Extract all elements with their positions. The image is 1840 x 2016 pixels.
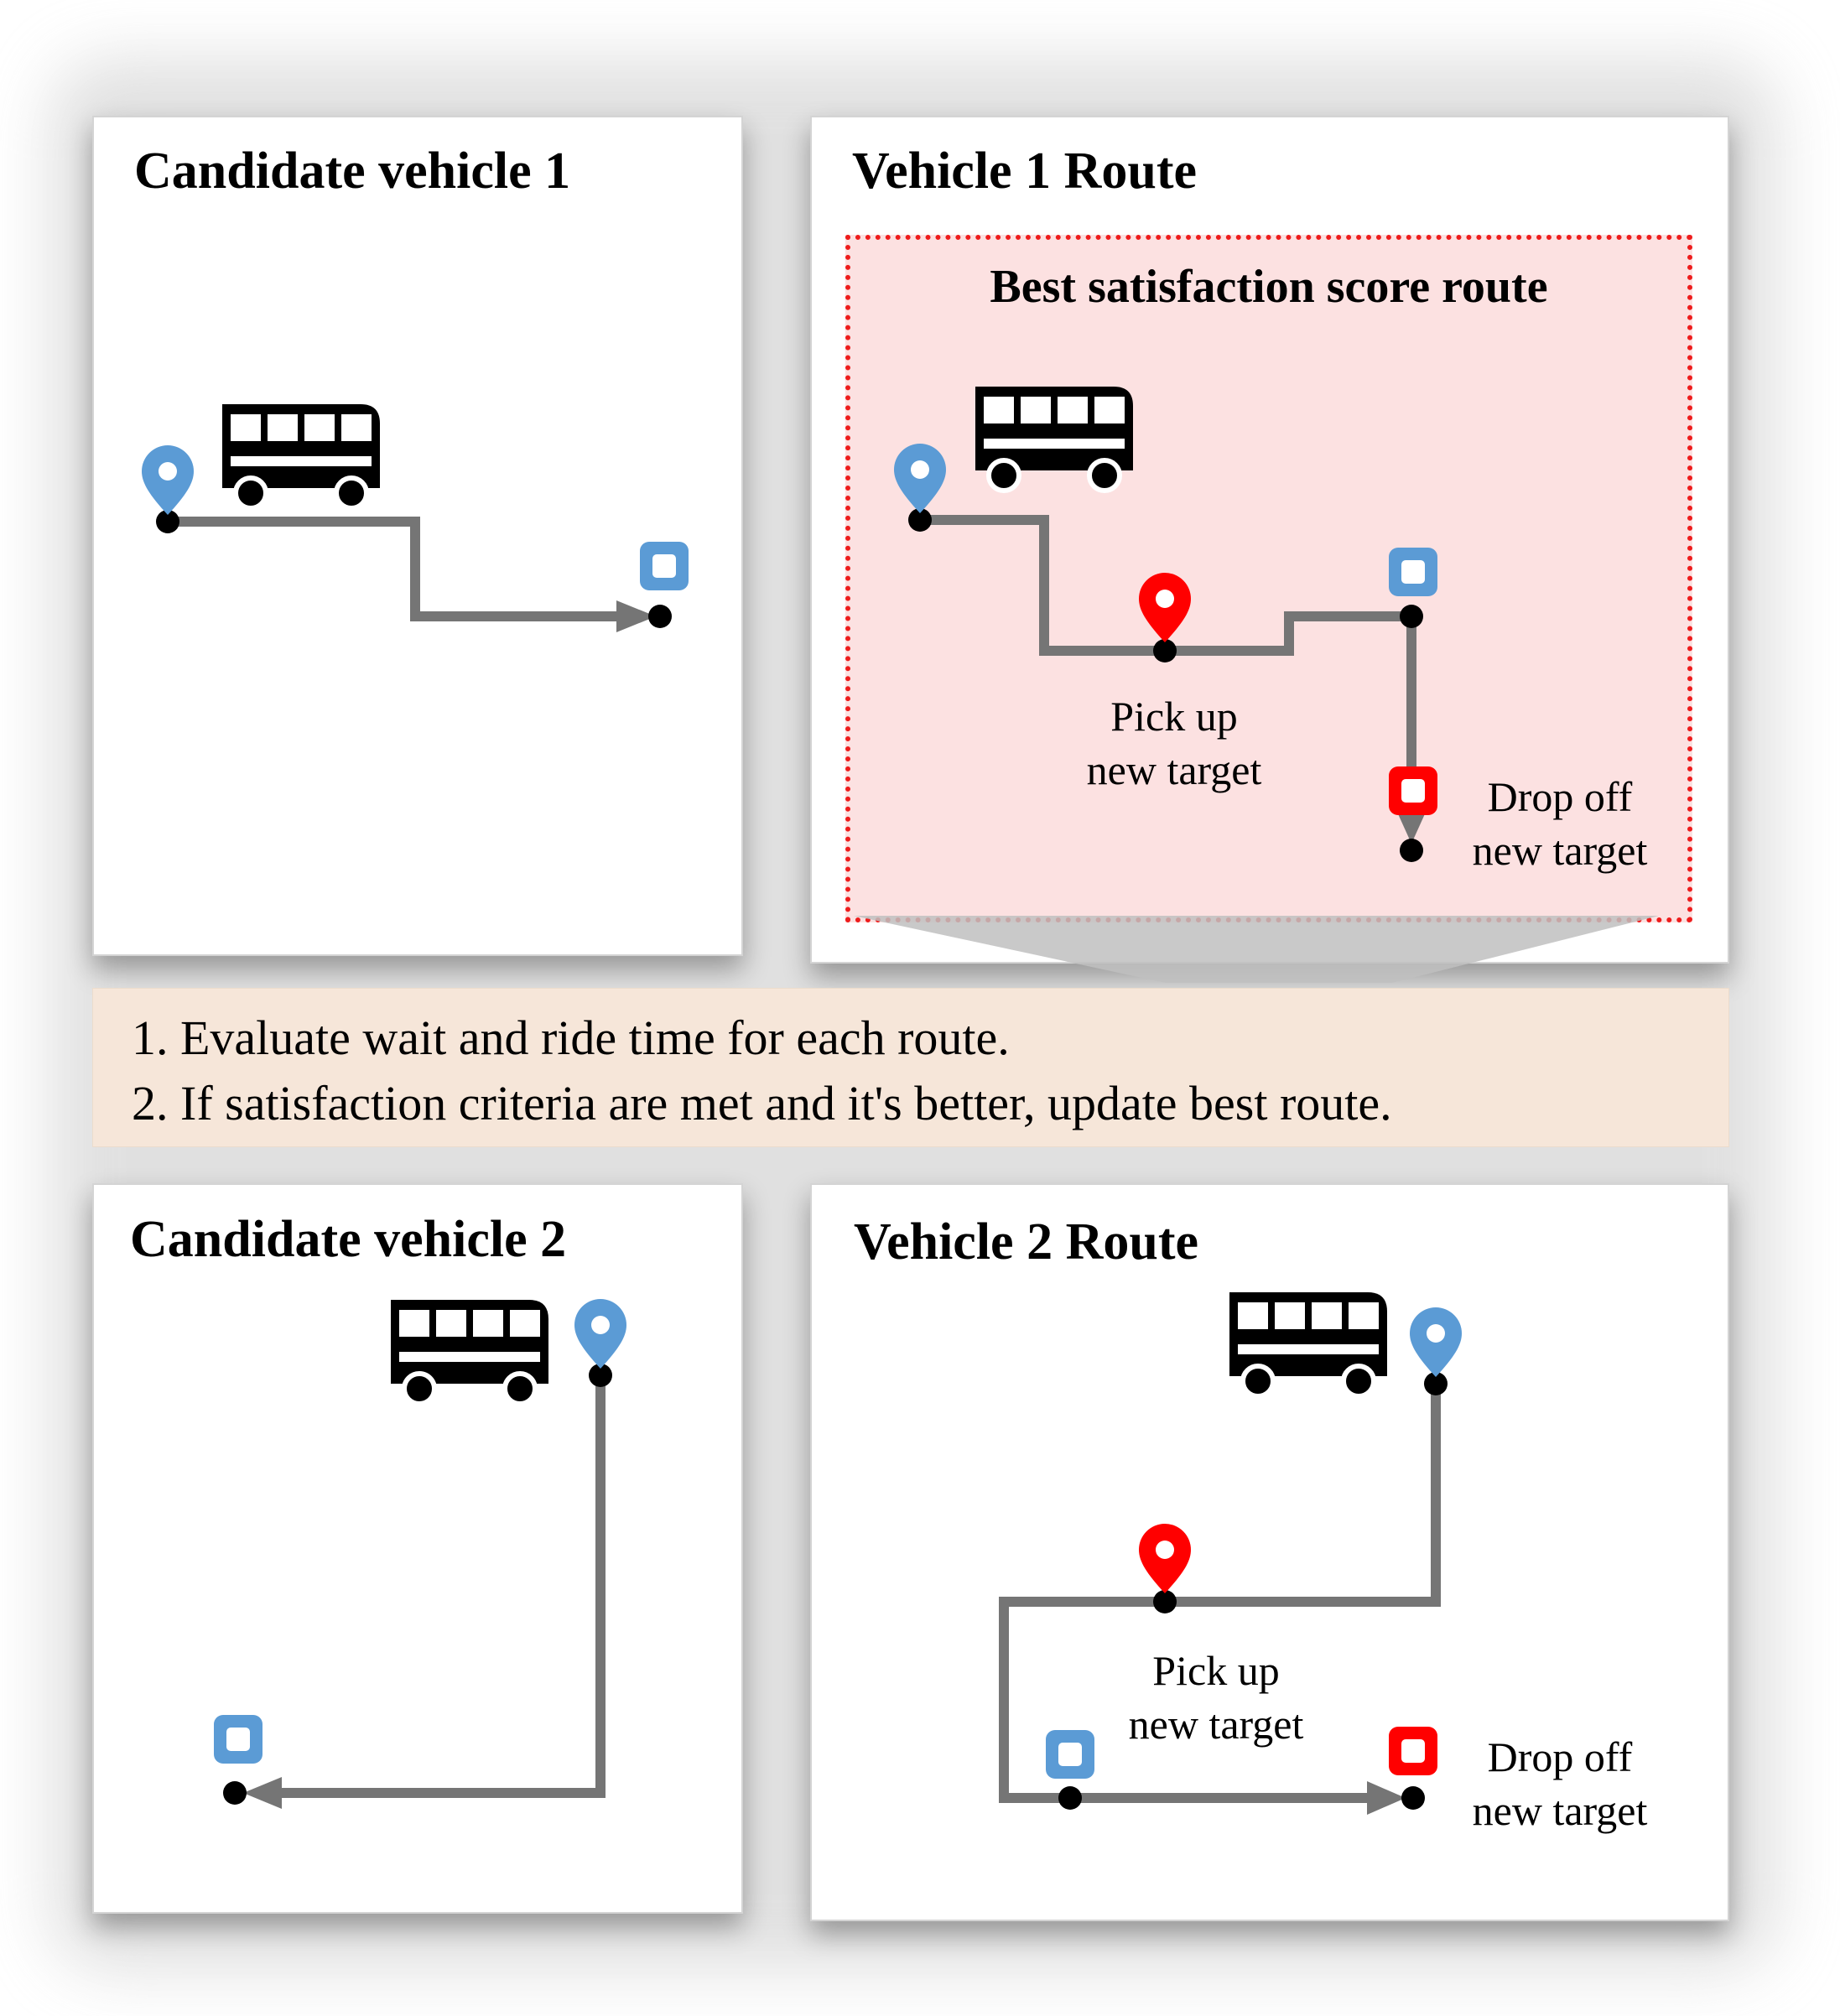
- panel-title: Vehicle 1 Route: [852, 143, 1197, 200]
- best-route-title: Best satisfaction score route: [990, 261, 1548, 313]
- dropoff-label-line-2: new target: [1472, 827, 1648, 874]
- arrowhead: [243, 1777, 282, 1809]
- route-dot: [1400, 839, 1423, 862]
- location-pin-icon: [142, 445, 194, 515]
- dropoff-label: Drop off new target: [1451, 1730, 1669, 1837]
- route-dot: [1058, 1786, 1082, 1810]
- route-dot: [1424, 1372, 1448, 1395]
- pickup-pin-icon: [1139, 1524, 1191, 1593]
- square-stop-icon: [1046, 1730, 1094, 1779]
- pickup-label-line-1: Pick up: [1152, 1647, 1280, 1694]
- square-stop-icon: [214, 1715, 262, 1764]
- pickup-pin-icon: [1139, 573, 1191, 642]
- dropoff-label: Drop off new target: [1451, 770, 1669, 877]
- vehicle-1-route-panel: Vehicle 1 Route Best satisfaction score …: [810, 116, 1729, 964]
- square-stop-icon: [1389, 548, 1437, 596]
- route-dot: [1153, 1590, 1177, 1613]
- arrowhead: [1367, 1781, 1406, 1815]
- route-dot: [1400, 605, 1423, 628]
- pickup-label: Pick up new target: [1115, 1644, 1317, 1751]
- dropoff-label-line-2: new target: [1472, 1787, 1648, 1834]
- vehicle-1-route: [894, 387, 1437, 862]
- bus-icon: [975, 387, 1133, 491]
- arrowhead: [1396, 808, 1427, 844]
- route-dot: [908, 508, 932, 532]
- route-dot: [648, 605, 672, 628]
- callout-connector: [854, 916, 1659, 983]
- arrowhead: [616, 600, 656, 632]
- pickup-label-line-2: new target: [1128, 1701, 1304, 1748]
- dropoff-label-line-1: Drop off: [1487, 1733, 1633, 1780]
- bus-icon: [222, 404, 380, 508]
- route-dot: [589, 1364, 612, 1387]
- panel-title: Candidate vehicle 2: [130, 1211, 567, 1268]
- dropoff-square-icon: [1389, 766, 1437, 815]
- route-dot: [1401, 1786, 1425, 1810]
- bus-icon: [391, 1300, 548, 1404]
- route-dot: [156, 510, 179, 533]
- evaluation-note: 1. Evaluate wait and ride time for each …: [92, 988, 1729, 1147]
- location-pin-icon: [1410, 1307, 1462, 1377]
- panel-title: Vehicle 2 Route: [854, 1213, 1198, 1270]
- note-line-1: 1. Evaluate wait and ride time for each …: [132, 1011, 1010, 1065]
- vehicle-2-route: [999, 1292, 1462, 1815]
- note-line-2: 2. If satisfaction criteria are met and …: [132, 1076, 1392, 1130]
- dropoff-label-line-1: Drop off: [1487, 773, 1633, 820]
- dropoff-square-icon: [1389, 1727, 1437, 1775]
- route-dot: [223, 1781, 247, 1805]
- pickup-label-line-2: new target: [1086, 746, 1262, 793]
- candidate-vehicle-1-route: [142, 404, 689, 632]
- panel-title: Candidate vehicle 1: [134, 143, 571, 200]
- bus-icon: [1229, 1292, 1387, 1396]
- best-route-highlight: Best satisfaction score route: [845, 235, 1692, 922]
- pickup-label: Pick up new target: [1073, 689, 1275, 797]
- pickup-label-line-1: Pick up: [1110, 693, 1238, 740]
- square-stop-icon: [640, 542, 689, 590]
- route-dot: [1153, 639, 1177, 662]
- location-pin-icon: [574, 1299, 626, 1369]
- candidate-vehicle-2-route: [214, 1299, 626, 1809]
- location-pin-icon: [894, 444, 946, 513]
